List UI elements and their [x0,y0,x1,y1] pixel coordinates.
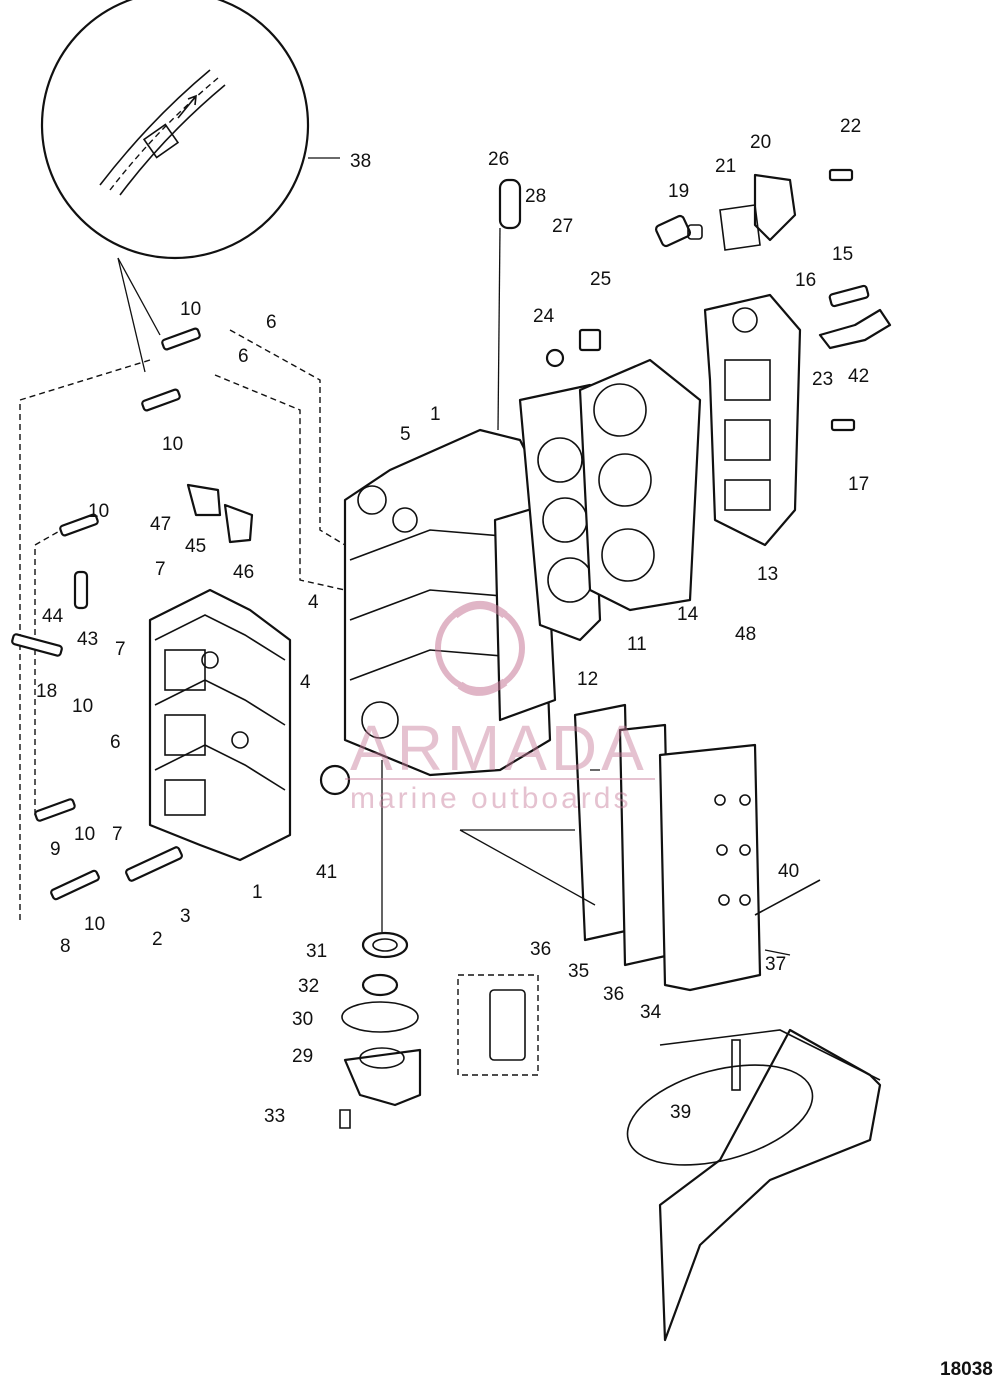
callout-label: 6 [266,312,277,333]
callout-label: 22 [840,116,861,137]
callout-label: 5 [400,424,411,445]
callout-label: 45 [185,536,206,557]
callout-label: 36 [530,939,551,960]
watermark-tagline: marine outboards [350,782,631,815]
callout-label: 25 [590,269,611,290]
callout-label: 33 [264,1106,285,1127]
callout-label: 6 [238,346,249,367]
callout-label: 40 [778,861,799,882]
callout-label: 20 [750,132,771,153]
cylinder-head [578,358,702,612]
callout-label: 48 [735,624,756,645]
callout-label: 32 [298,976,319,997]
callout-label: 28 [525,186,546,207]
callout-label: 6 [110,732,121,753]
thermostat-cover [719,168,854,251]
callout-label: 7 [155,559,166,580]
callout-label: 36 [603,984,624,1005]
head-cover [703,293,802,547]
exhaust-cover-gaskets [459,703,762,992]
callout-label: 35 [568,961,589,982]
callout-label: 10 [72,696,93,717]
callout-label: 41 [316,862,337,883]
callout-label: 4 [300,672,311,693]
callout-label: 2 [152,929,163,950]
callout-label: 10 [162,434,183,455]
callout-label: 10 [84,914,105,935]
watermark-logo [435,601,525,696]
callout-label: 39 [670,1102,691,1123]
callout-label: 26 [488,149,509,170]
callout-label: 7 [112,824,123,845]
callout-label: 24 [533,306,555,327]
callout-label: 46 [233,562,254,583]
callout-label: 11 [627,634,647,655]
callout-label: 18 [36,681,57,702]
seal-assembly [339,760,539,1129]
callout-label: 29 [292,1046,313,1067]
callout-label: 1 [252,882,263,903]
callout-label: 14 [677,604,699,625]
callout-label: 4 [308,592,319,613]
callout-label: 44 [42,606,64,627]
figure-id: 18038 [940,1359,993,1380]
callout-label: 21 [715,156,736,177]
callout-label: 10 [180,299,201,320]
watermark-brand: ARMADA [350,712,648,784]
callout-label: 19 [668,181,689,202]
crankcase-cover [148,588,292,862]
callout-label: 37 [765,954,786,975]
callout-label: 27 [552,216,573,237]
callout-label: 16 [795,270,816,291]
callout-label: 9 [50,839,61,860]
callouts: 1 1 2 3 4 4 5 6 6 6 7 7 7 8 9 10 10 10 1… [36,116,869,1127]
callout-label: 1 [430,404,441,425]
thermostat [654,214,703,248]
callout-label: 31 [306,941,327,962]
callout-label: 13 [757,564,778,585]
callout-label: 30 [292,1009,313,1030]
callout-label: 23 [812,369,833,390]
callout-label: 38 [350,151,371,172]
callout-label: 42 [848,366,869,387]
callout-label: 8 [60,936,71,957]
detail-circle [40,0,340,373]
cylinder-head-gasket [518,383,602,642]
callout-label: 43 [77,629,98,650]
callout-label: 47 [150,514,171,535]
callout-label: 34 [640,1002,662,1023]
callout-label: 10 [74,824,95,845]
lower-cowl [626,1028,882,1342]
callout-label: 3 [180,906,191,927]
callout-label: 15 [832,244,853,265]
callout-label: 17 [848,474,869,495]
callout-label: 7 [115,639,126,660]
callout-label: 12 [577,669,598,690]
callout-label: 10 [88,501,109,522]
watermark-divider [345,778,655,780]
